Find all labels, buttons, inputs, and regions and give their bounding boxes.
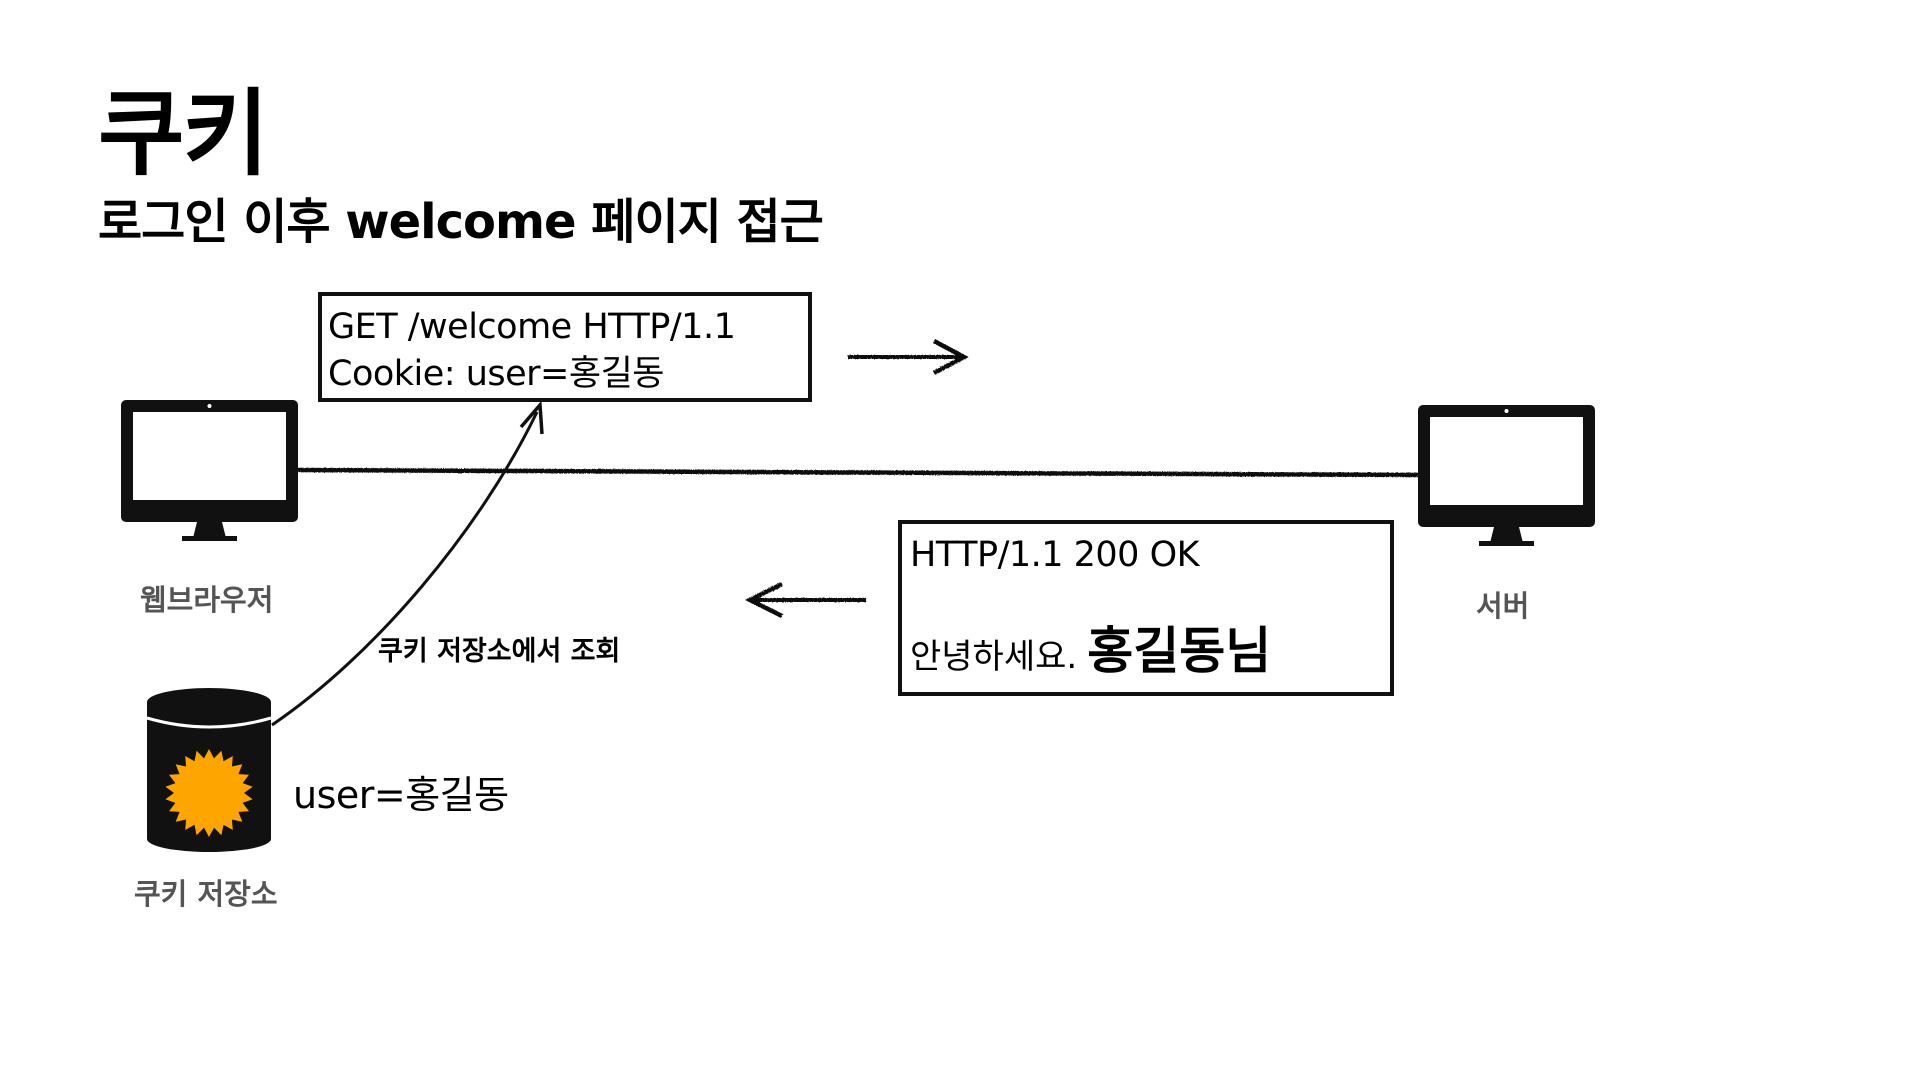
request-message-box: GET /welcome HTTP/1.1 Cookie: user=홍길동: [318, 292, 812, 402]
request-line: GET /welcome HTTP/1.1: [328, 307, 736, 347]
connection-line: [297, 467, 1419, 478]
page-title: 쿠키: [98, 80, 269, 189]
user-name-text: 홍길동님: [1087, 622, 1272, 680]
browser-monitor-icon: [121, 400, 298, 541]
server-label: 서버: [1476, 589, 1530, 623]
cookie-burst-icon: [165, 749, 253, 837]
status-line: HTTP/1.1 200 OK: [910, 535, 1200, 575]
cookie-store-value: user=홍길동: [293, 773, 509, 817]
request-arrow-icon: [848, 339, 969, 375]
cookie-store-label: 쿠키 저장소: [134, 877, 278, 911]
cookie-header: Cookie: user=홍길동: [328, 354, 664, 394]
response-body: 안녕하세요.홍길동님: [910, 626, 1271, 676]
lookup-label: 쿠키 저장소에서 조회: [378, 636, 621, 667]
database-cylinder-icon: [146, 688, 272, 852]
page-subtitle: 로그인 이후 welcome 페이지 접근: [98, 194, 824, 250]
lookup-arrow-icon: [271, 400, 544, 727]
response-arrow-icon: [744, 581, 866, 619]
browser-label: 웹브라우저: [140, 583, 274, 617]
greeting-text: 안녕하세요.: [910, 637, 1078, 677]
response-message-box: HTTP/1.1 200 OK 안녕하세요.홍길동님: [898, 520, 1394, 696]
server-monitor-icon: [1418, 405, 1595, 546]
